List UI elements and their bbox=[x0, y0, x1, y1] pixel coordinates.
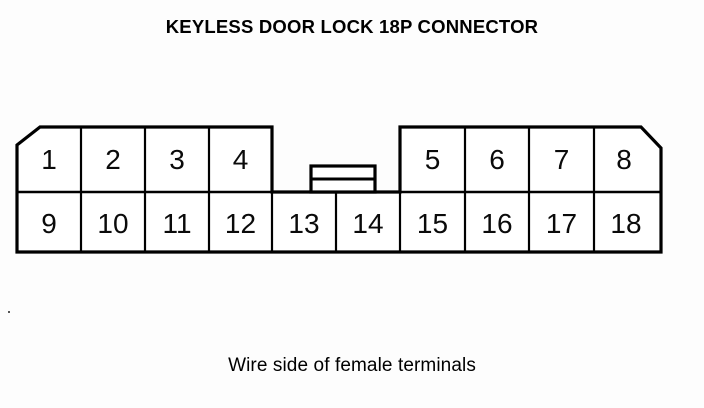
scan-artifact bbox=[8, 311, 10, 313]
pin-label-16: 16 bbox=[481, 208, 513, 239]
pin-label-11: 11 bbox=[162, 208, 192, 239]
pin-label-7: 7 bbox=[553, 144, 570, 175]
pin-label-18: 18 bbox=[610, 208, 642, 239]
pin-label-1: 1 bbox=[41, 144, 57, 175]
pin-label-2: 2 bbox=[105, 144, 121, 175]
pin-label-14: 14 bbox=[352, 208, 384, 239]
pin-label-17: 17 bbox=[545, 208, 578, 239]
pin-label-12: 12 bbox=[224, 208, 257, 239]
pin-label-5: 5 bbox=[424, 144, 441, 175]
pin-label-6: 6 bbox=[489, 144, 505, 175]
pin-label-3: 3 bbox=[169, 144, 185, 175]
pin-label-13: 13 bbox=[288, 208, 320, 239]
pin-label-4: 4 bbox=[232, 144, 249, 175]
pin-label-10: 10 bbox=[97, 208, 129, 239]
page-title: KEYLESS DOOR LOCK 18P CONNECTOR bbox=[165, 16, 539, 37]
diagram-caption: Wire side of female terminals bbox=[228, 355, 476, 376]
connector-outline bbox=[15, 125, 663, 254]
pin-label-15: 15 bbox=[416, 208, 449, 239]
pin-label-8: 8 bbox=[616, 144, 632, 175]
pin-label-9: 9 bbox=[41, 208, 57, 239]
